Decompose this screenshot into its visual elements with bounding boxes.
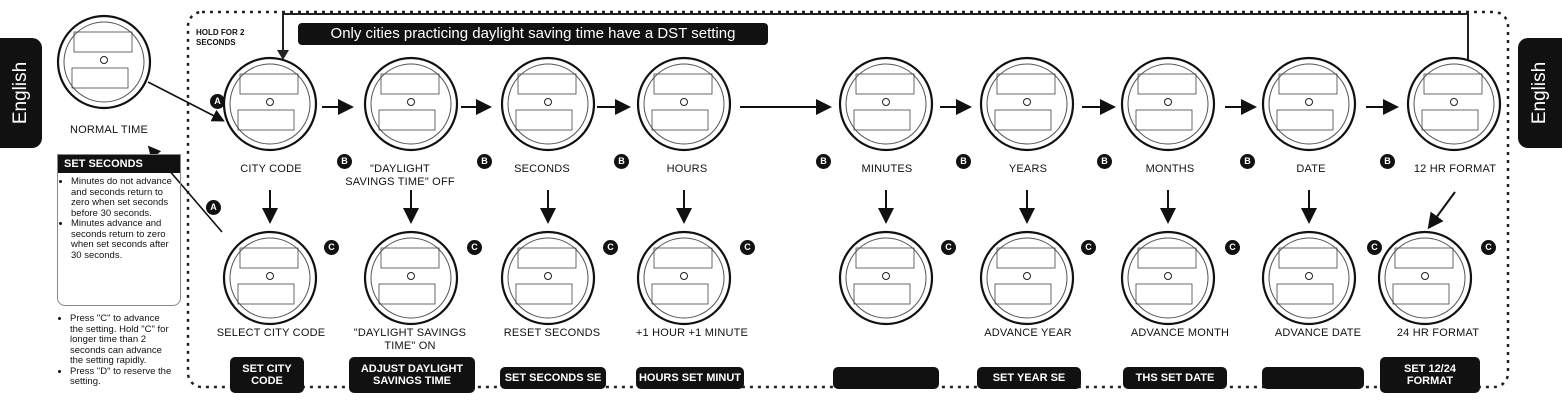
press-note: Press "D" to reserve the setting.: [70, 366, 175, 388]
step-label: HOURS: [666, 163, 708, 175]
section-pill: HOURS SET MINUT: [636, 367, 744, 389]
adjust-label: +1 HOUR +1 MINUTE: [635, 327, 749, 339]
button-c-icon: C: [941, 240, 956, 255]
button-c-icon: C: [1367, 240, 1382, 255]
adjust-label: ADVANCE YEAR: [984, 327, 1072, 339]
button-b-icon: B: [1380, 154, 1395, 169]
step-label: "DAYLIGHT SAVINGS TIME" OFF: [345, 163, 455, 188]
section-pill: [1262, 367, 1364, 389]
button-b-icon: B: [337, 154, 352, 169]
adjust-label: SELECT CITY CODE: [216, 327, 326, 339]
set-seconds-panel: SET SECONDS Minutes do not advance and s…: [57, 154, 181, 306]
adjust-label: RESET SECONDS: [503, 327, 601, 339]
button-a-icon: A: [206, 200, 221, 215]
button-b-icon: B: [1240, 154, 1255, 169]
watch-step-adjust: [636, 230, 732, 326]
button-c-icon: C: [1081, 240, 1096, 255]
watch-step-adjust: [363, 230, 459, 326]
watch-step: [222, 56, 318, 152]
button-c-icon: C: [467, 240, 482, 255]
language-tab-left: English: [0, 38, 42, 148]
watch-step: [636, 56, 732, 152]
watch-step: [363, 56, 459, 152]
watch-step-adjust: [838, 230, 934, 326]
watch-step: [500, 56, 596, 152]
step-label: DATE: [1296, 163, 1326, 175]
step-label: MINUTES: [861, 163, 913, 175]
set-seconds-note: Minutes advance and seconds return to ze…: [71, 218, 176, 261]
section-pill: ADJUST DAYLIGHT SAVINGS TIME: [349, 357, 475, 393]
watch-step-adjust: [1261, 230, 1357, 326]
watch-step-adjust: [1120, 230, 1216, 326]
section-pill: SET SECONDS SE: [500, 367, 606, 389]
watch-step: [1120, 56, 1216, 152]
step-label: MONTHS: [1145, 163, 1195, 175]
press-note: Press "C" to advance the setting. Hold "…: [70, 313, 175, 367]
watch-step: [979, 56, 1075, 152]
button-c-icon: C: [1481, 240, 1496, 255]
step-label: 12 HR FORMAT: [1413, 163, 1497, 175]
button-c-icon: C: [1225, 240, 1240, 255]
button-b-icon: B: [1097, 154, 1112, 169]
watch-step-adjust: [1377, 230, 1473, 326]
step-label: CITY CODE: [240, 163, 302, 175]
button-b-icon: B: [477, 154, 492, 169]
adjust-label: ADVANCE DATE: [1274, 327, 1362, 339]
hold-note: HOLD FOR 2 SECONDS: [196, 28, 245, 47]
dst-banner: Only cities practicing daylight saving t…: [298, 23, 768, 45]
button-c-icon: C: [603, 240, 618, 255]
adjust-label: "DAYLIGHT SAVINGS TIME" ON: [353, 327, 467, 352]
normal-time-label: NORMAL TIME: [70, 124, 148, 136]
language-tab-right: English: [1518, 38, 1562, 148]
adjust-label: ADVANCE MONTH: [1130, 327, 1230, 339]
section-pill: THS SET DATE: [1123, 367, 1227, 389]
watch-step: [838, 56, 934, 152]
watch-step: [1406, 56, 1502, 152]
set-seconds-title: SET SECONDS: [58, 155, 180, 173]
step-label: YEARS: [1008, 163, 1048, 175]
step-label: SECONDS: [514, 163, 570, 175]
button-c-icon: C: [324, 240, 339, 255]
section-pill: SET 12/24 FORMAT: [1380, 357, 1480, 393]
watch-step-adjust: [500, 230, 596, 326]
watch-normal: [56, 14, 152, 110]
watch-step: [1261, 56, 1357, 152]
button-b-icon: B: [956, 154, 971, 169]
section-pill: [833, 367, 939, 389]
section-pill: SET CITY CODE: [230, 357, 304, 393]
watch-step-adjust: [222, 230, 318, 326]
button-b-icon: B: [816, 154, 831, 169]
set-seconds-note: Minutes do not advance and seconds retur…: [71, 176, 176, 219]
press-notes: Press "C" to advance the setting. Hold "…: [57, 310, 179, 400]
button-a-icon: A: [210, 94, 225, 109]
adjust-label: 24 HR FORMAT: [1396, 327, 1480, 339]
section-pill: SET YEAR SE: [977, 367, 1081, 389]
button-c-icon: C: [740, 240, 755, 255]
button-b-icon: B: [614, 154, 629, 169]
watch-step-adjust: [979, 230, 1075, 326]
